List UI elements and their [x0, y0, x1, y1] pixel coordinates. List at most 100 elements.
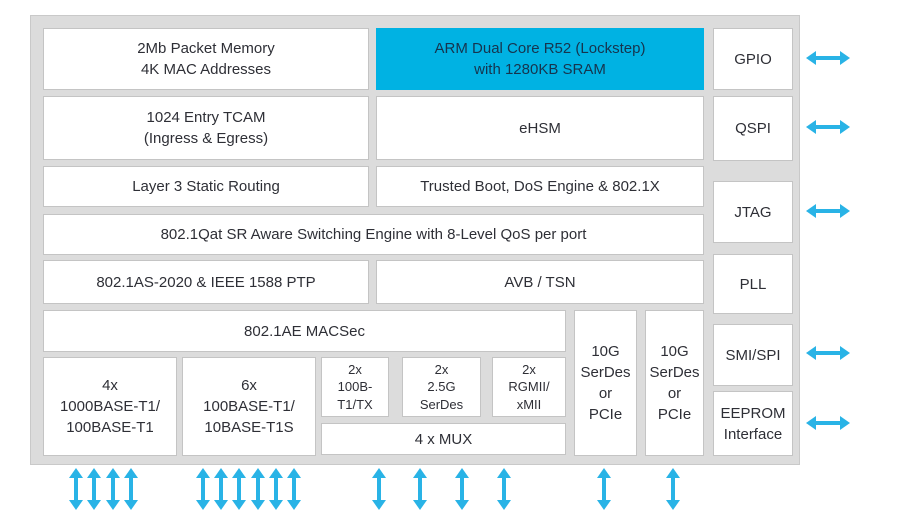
- block-10g-serdes-2-label: 10G SerDes or PCIe: [649, 341, 699, 425]
- port-arrow-icon: [196, 468, 210, 510]
- label-line: 10G: [660, 343, 689, 360]
- label-line: SerDes: [649, 364, 700, 381]
- label-line: 2.5G: [427, 379, 456, 395]
- arrow-bar: [418, 475, 422, 503]
- block-eeprom-interface: EEPROM Interface: [713, 391, 793, 456]
- block-phy-100base-t1-label: 6x 100BASE-T1/ 10BASE-T1S: [203, 375, 295, 438]
- jtag-bidirectional-arrow-icon: [806, 204, 850, 218]
- label-line: 100BASE-T1: [66, 419, 154, 436]
- label-line: Interface: [723, 425, 783, 443]
- arrow-bar: [111, 475, 115, 503]
- arrow-bar: [813, 421, 843, 425]
- block-10g-serdes-1: 10G SerDes or PCIe: [574, 310, 637, 456]
- port-arrow-icon: [124, 468, 138, 510]
- block-ptp: 802.1AS-2020 & IEEE 1588 PTP: [43, 260, 369, 304]
- port-arrow-icon: [287, 468, 301, 510]
- block-gpio-label: GPIO: [734, 50, 772, 68]
- block-layer3-routing: Layer 3 Static Routing: [43, 166, 369, 207]
- block-ehsm: eHSM: [376, 96, 704, 160]
- arrow-bar: [813, 125, 843, 129]
- block-smi-spi-label: SMI/SPI: [725, 346, 781, 364]
- qspi-bidirectional-arrow-icon: [806, 120, 850, 134]
- block-qspi: QSPI: [713, 96, 793, 161]
- block-trusted-boot-label: Trusted Boot, DoS Engine & 802.1X: [420, 178, 660, 195]
- port-arrow-icon: [666, 468, 680, 510]
- block-pll: PLL: [713, 254, 793, 314]
- label-line: xMII: [516, 396, 542, 412]
- block-phy-1000base-t1-label: 4x 1000BASE-T1/ 100BASE-T1: [60, 375, 160, 438]
- block-mux-label: 4 x MUX: [414, 430, 473, 448]
- arrow-bar: [237, 475, 241, 503]
- label-line: 10BASE-T1S: [204, 419, 294, 436]
- arrow-bar: [460, 475, 464, 503]
- block-trusted-boot: Trusted Boot, DoS Engine & 802.1X: [376, 166, 704, 207]
- label-line: 1000BASE-T1/: [59, 398, 161, 415]
- label-line: (Ingress & Egress): [143, 130, 269, 147]
- arrow-bar: [201, 475, 205, 503]
- block-25g-serdes: 2x 2.5G SerDes: [402, 357, 481, 417]
- block-switching-engine-label: 802.1Qat SR Aware Switching Engine with …: [160, 226, 587, 243]
- block-avb-tsn: AVB / TSN: [376, 260, 704, 304]
- block-macsec-label: 802.1AE MACSec: [244, 322, 365, 340]
- arrow-bar: [74, 475, 78, 503]
- eeprom-bidirectional-arrow-icon: [806, 416, 850, 430]
- label-line: 2x: [522, 361, 536, 377]
- label-line: T1/TX: [337, 396, 373, 412]
- port-arrow-icon: [269, 468, 283, 510]
- label-line: SerDes: [580, 364, 631, 381]
- label-line: 2Mb Packet Memory: [137, 40, 275, 57]
- arrow-bar: [274, 475, 278, 503]
- block-eeprom-interface-label: EEPROM Interface: [720, 403, 785, 445]
- arrow-bar: [92, 475, 96, 503]
- port-arrow-icon: [232, 468, 246, 510]
- port-arrow-icon: [497, 468, 511, 510]
- block-phy-100b-t1tx: 2x 100B- T1/TX: [321, 357, 389, 417]
- block-jtag: JTAG: [713, 181, 793, 243]
- block-pll-label: PLL: [739, 275, 767, 293]
- label-line: 6x: [241, 377, 257, 394]
- port-arrow-icon: [597, 468, 611, 510]
- block-10g-serdes-1-label: 10G SerDes or PCIe: [580, 341, 630, 425]
- arrow-bar: [256, 475, 260, 503]
- port-arrow-icon: [87, 468, 101, 510]
- block-smi-spi: SMI/SPI: [713, 324, 793, 386]
- label-line: SerDes: [419, 396, 464, 412]
- label-line: or: [598, 385, 613, 402]
- block-arm-cpu: ARM Dual Core R52 (Lockstep) with 1280KB…: [376, 28, 704, 90]
- block-phy-1000base-t1: 4x 1000BASE-T1/ 100BASE-T1: [43, 357, 177, 456]
- label-line: 4x: [102, 377, 118, 394]
- port-arrow-icon: [106, 468, 120, 510]
- smi-spi-bidirectional-arrow-icon: [806, 346, 850, 360]
- label-line: ARM Dual Core R52 (Lockstep): [434, 40, 646, 57]
- arrow-bar: [671, 475, 675, 503]
- arrow-bar: [813, 209, 843, 213]
- block-packet-memory: 2Mb Packet Memory 4K MAC Addresses: [43, 28, 369, 90]
- label-line: 2x: [434, 361, 449, 377]
- block-jtag-label: JTAG: [734, 203, 772, 221]
- block-10g-serdes-2: 10G SerDes or PCIe: [645, 310, 704, 456]
- label-line: or: [667, 385, 682, 402]
- label-line: 1024 Entry TCAM: [146, 109, 266, 126]
- block-qspi-label: QSPI: [735, 120, 771, 137]
- block-arm-cpu-label: ARM Dual Core R52 (Lockstep) with 1280KB…: [435, 38, 646, 80]
- arrow-bar: [377, 475, 381, 503]
- arrow-bar: [602, 475, 606, 503]
- label-line: 4K MAC Addresses: [140, 61, 272, 78]
- block-rgmii-xmii-label: 2x RGMII/ xMII: [508, 361, 549, 414]
- block-mux: 4 x MUX: [321, 423, 566, 455]
- block-packet-memory-label: 2Mb Packet Memory 4K MAC Addresses: [137, 38, 275, 80]
- arrow-bar: [813, 351, 843, 355]
- port-arrow-icon: [214, 468, 228, 510]
- block-macsec: 802.1AE MACSec: [43, 310, 566, 352]
- arrow-bar: [813, 56, 843, 60]
- gpio-bidirectional-arrow-icon: [806, 51, 850, 65]
- block-switching-engine: 802.1Qat SR Aware Switching Engine with …: [43, 214, 704, 255]
- port-arrow-icon: [372, 468, 386, 510]
- label-line: 10G: [591, 343, 620, 360]
- block-rgmii-xmii: 2x RGMII/ xMII: [492, 357, 566, 417]
- label-line: RGMII/: [508, 379, 550, 395]
- block-ehsm-label: eHSM: [519, 119, 561, 137]
- port-arrow-icon: [251, 468, 265, 510]
- block-phy-100base-t1: 6x 100BASE-T1/ 10BASE-T1S: [182, 357, 316, 456]
